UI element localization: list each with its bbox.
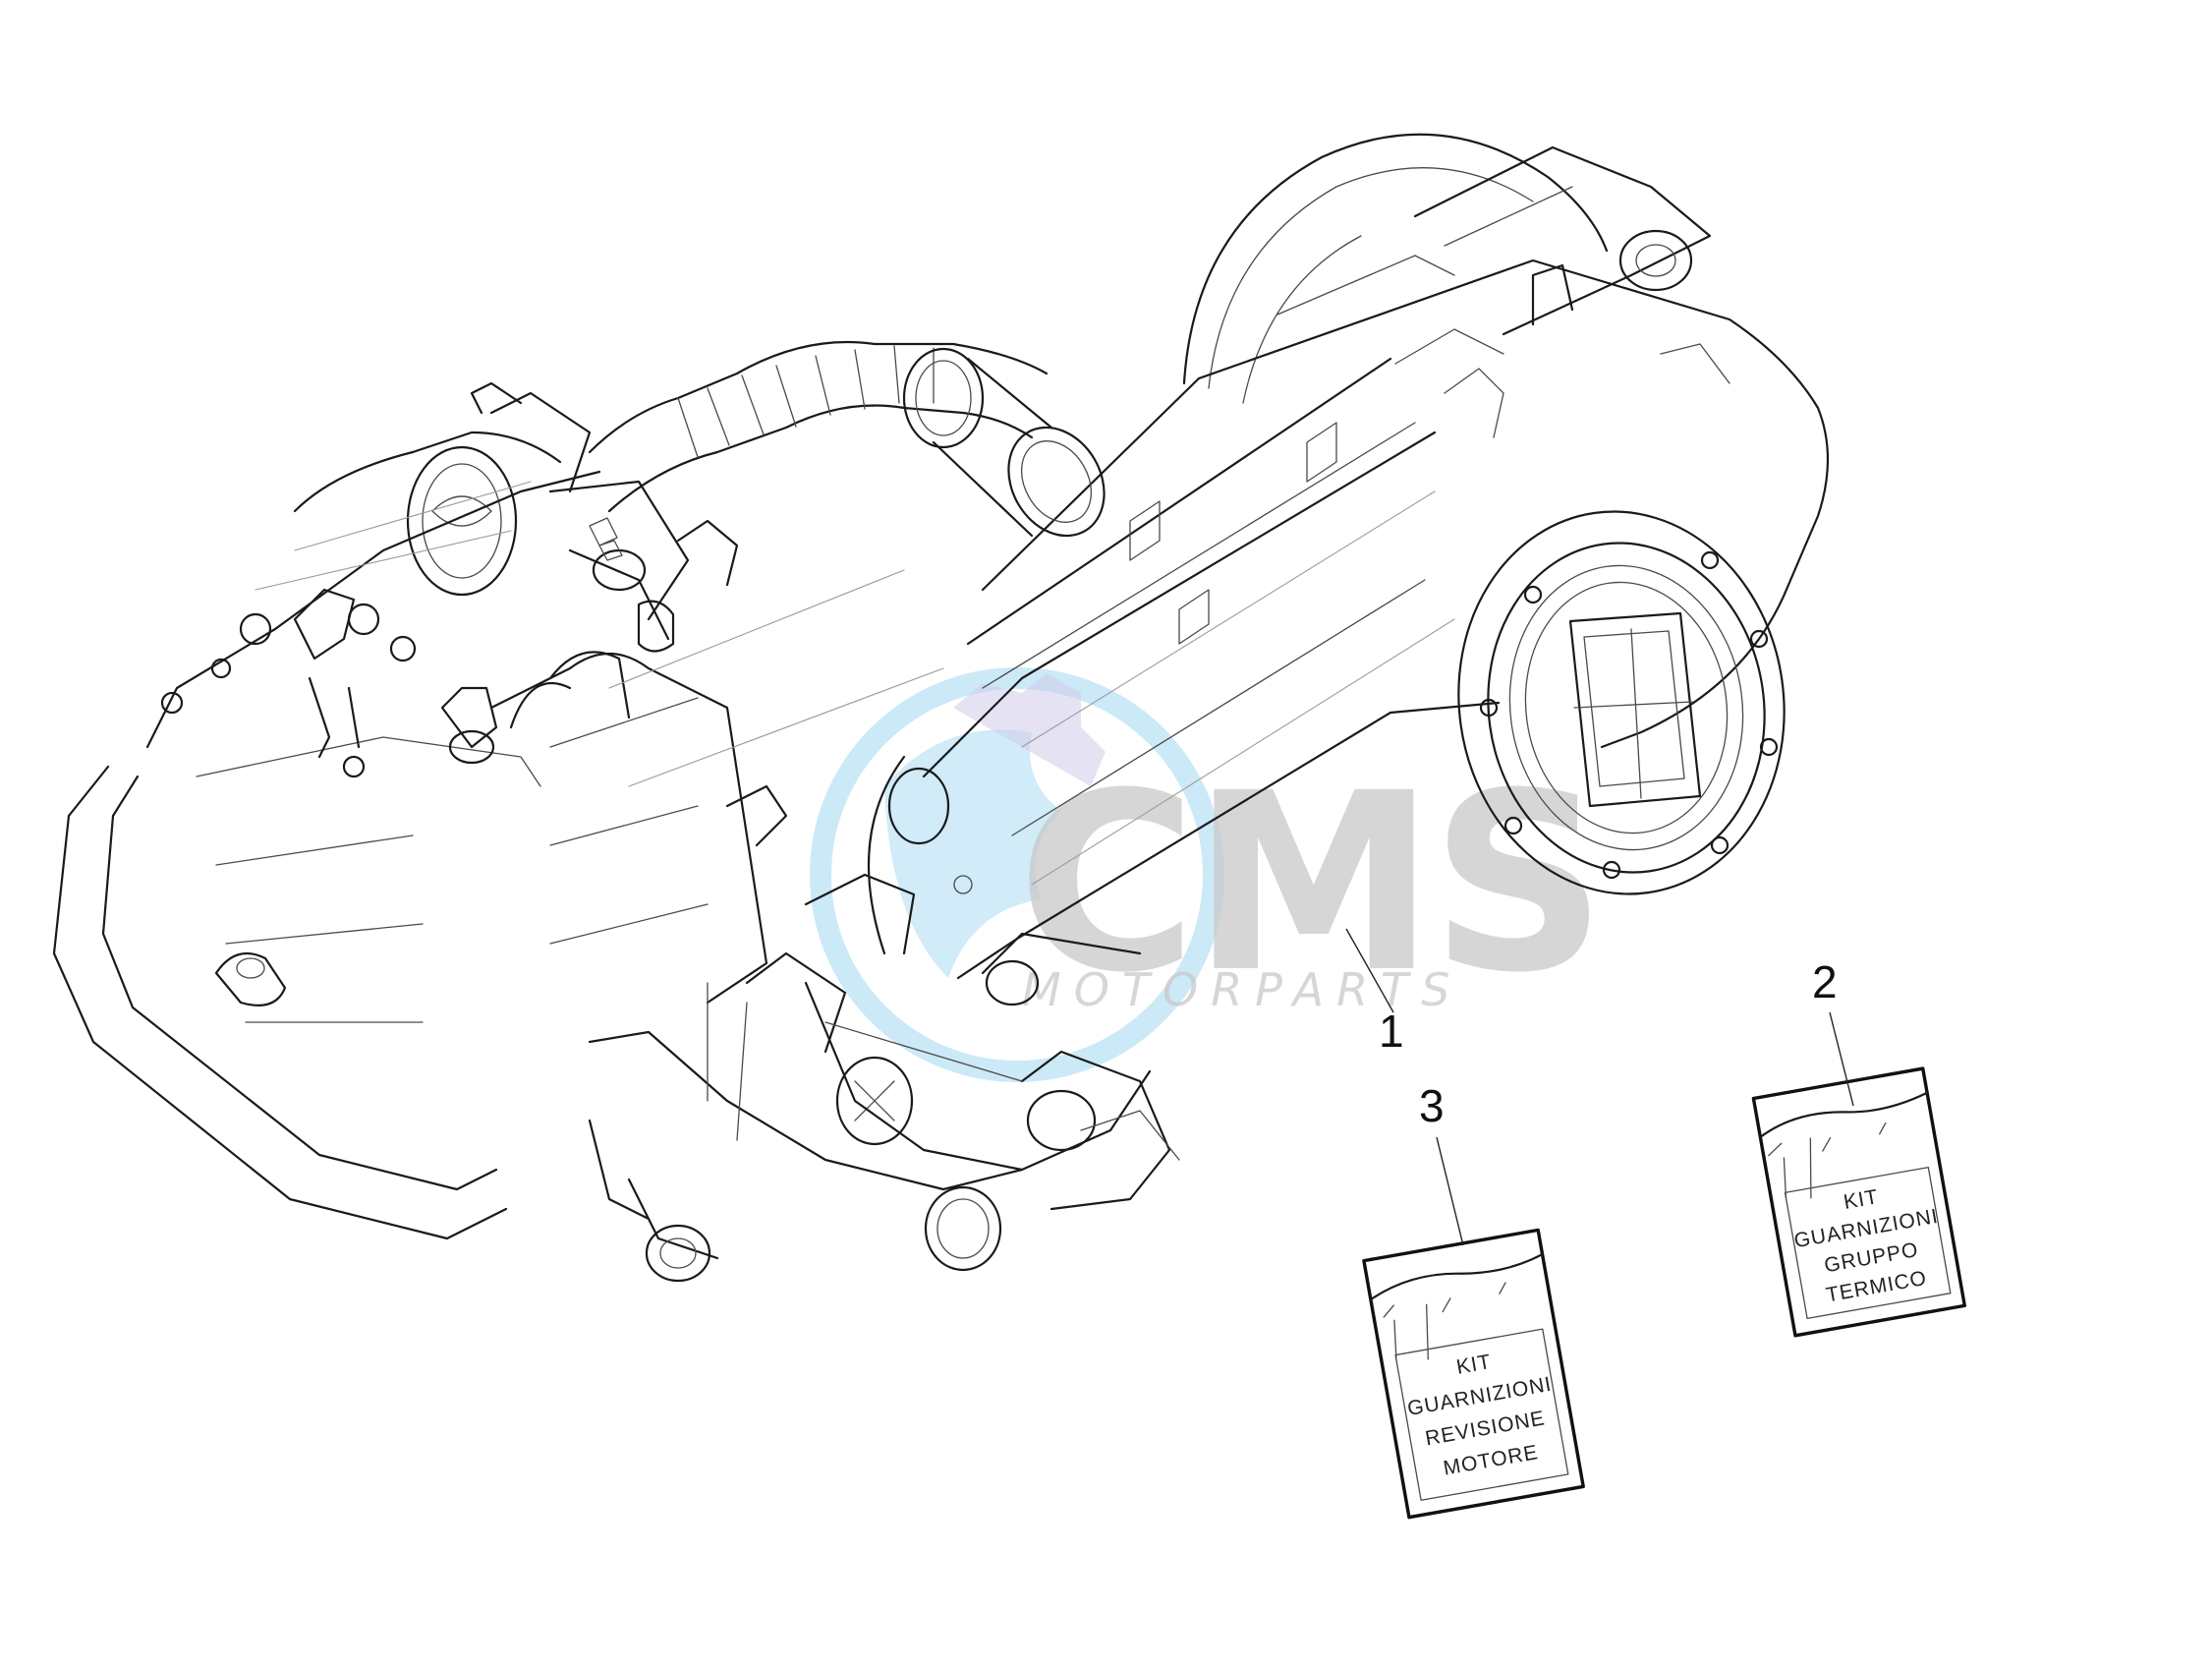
transmission-round-cover [1457, 510, 1786, 895]
watermark-logo: CMS MOTORPARTS [810, 667, 1607, 1082]
throttle-body [406, 381, 739, 653]
watermark-globe-icon [810, 667, 1224, 1082]
kit-gruppo-termico-line-2: GUARNIZIONI [1792, 1205, 1940, 1252]
kit-revisione-motore: KIT GUARNIZIONI REVISIONE MOTORE [1362, 1228, 1585, 1520]
variator-cover [1182, 133, 1712, 404]
watermark-gear-icon [953, 673, 1106, 786]
crankcase [489, 569, 1171, 1283]
cylinder-head [52, 431, 601, 1240]
transmission-casing [922, 259, 1830, 980]
callout-2[interactable]: 2 [1812, 956, 1838, 1007]
kit-gruppo-termico: KIT GUARNIZIONI GRUPPO TERMICO [1751, 1066, 1966, 1338]
callout-1-leader [1345, 928, 1394, 1013]
watermark-globe-land-icon [884, 729, 1061, 978]
callout-3[interactable]: 3 [1419, 1080, 1445, 1131]
watermark-subtitle: MOTORPARTS [1022, 963, 1462, 1016]
callouts: 1 2 3 [1345, 928, 1854, 1246]
callout-1[interactable]: 1 [1379, 1006, 1404, 1057]
kit-gruppo-termico-line-1: KIT [1842, 1185, 1880, 1214]
intake-hose [588, 340, 1106, 538]
callout-2-leader [1829, 1011, 1854, 1107]
kit-revisione-motore-line-4: MOTORE [1442, 1441, 1540, 1480]
kit-revisione-motore-line-1: KIT [1454, 1351, 1493, 1379]
engine-assembly [52, 133, 1830, 1283]
callout-3-leader [1436, 1136, 1464, 1246]
lower-crankcase [804, 932, 1180, 1172]
